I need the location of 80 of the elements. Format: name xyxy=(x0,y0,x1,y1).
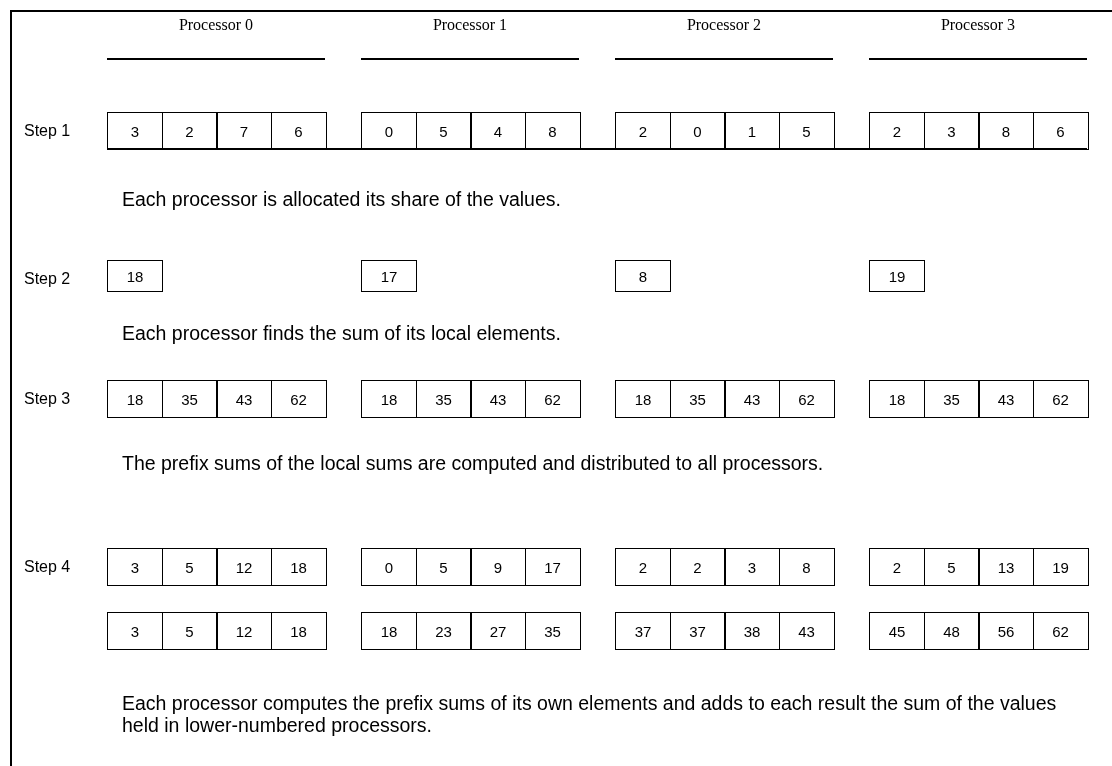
value-cell: 5 xyxy=(778,112,835,150)
value-cell: 35 xyxy=(415,380,472,418)
step-label: Step 1 xyxy=(24,121,72,141)
value-cell: 43 xyxy=(778,612,835,650)
value-cell: 5 xyxy=(161,548,218,586)
value-cell: 0 xyxy=(361,112,417,150)
value-cell: 18 xyxy=(270,612,327,650)
value-cell: 12 xyxy=(216,612,272,650)
value-cell: 37 xyxy=(669,612,726,650)
value-cell: 2 xyxy=(869,112,925,150)
value-cell: 43 xyxy=(978,380,1034,418)
description-text: Each processor computes the prefix sums of its own elements and adds to each result the sum of the values held in lower-numbered processors. xyxy=(122,692,1058,736)
value-cell: 0 xyxy=(669,112,726,150)
value-cell: 5 xyxy=(161,612,218,650)
value-cell: 62 xyxy=(524,380,581,418)
value-cell: 5 xyxy=(923,548,980,586)
description-text: The prefix sums of the local sums are computed and distributed to all processors. xyxy=(122,452,825,474)
value-cell: 2 xyxy=(869,548,925,586)
value-cell: 18 xyxy=(270,548,327,586)
value-cell: 35 xyxy=(161,380,218,418)
description-text: Each processor finds the sum of its local elements. xyxy=(122,322,562,344)
value-cell: 19 xyxy=(869,260,925,292)
value-cell: 3 xyxy=(724,548,780,586)
value-cell: 43 xyxy=(216,380,272,418)
value-cell: 62 xyxy=(1032,380,1089,418)
value-cell: 2 xyxy=(615,548,671,586)
value-cell: 3 xyxy=(107,612,163,650)
value-cell: 48 xyxy=(923,612,980,650)
value-cell: 8 xyxy=(778,548,835,586)
value-cell: 13 xyxy=(978,548,1034,586)
processor-heading: Processor 3 xyxy=(869,10,1087,60)
value-cell: 35 xyxy=(524,612,581,650)
value-cell: 5 xyxy=(415,112,472,150)
step-label: Step 3 xyxy=(24,389,72,409)
value-cell: 7 xyxy=(216,112,272,150)
value-cell: 62 xyxy=(1032,612,1089,650)
value-cell: 12 xyxy=(216,548,272,586)
value-cell: 4 xyxy=(470,112,526,150)
value-cell: 18 xyxy=(107,260,163,292)
step-label: Step 2 xyxy=(24,269,72,289)
value-cell: 8 xyxy=(615,260,671,292)
value-cell: 9 xyxy=(470,548,526,586)
value-cell: 18 xyxy=(361,380,417,418)
value-cell: 27 xyxy=(470,612,526,650)
processor-heading: Processor 2 xyxy=(615,10,833,60)
value-cell: 0 xyxy=(361,548,417,586)
value-cell: 5 xyxy=(415,548,472,586)
value-cell: 2 xyxy=(615,112,671,150)
value-cell: 18 xyxy=(361,612,417,650)
description-text: Each processor is allocated its share of the values. xyxy=(122,188,562,210)
processor-heading: Processor 1 xyxy=(361,10,579,60)
value-cell: 8 xyxy=(524,112,581,150)
value-cell: 62 xyxy=(778,380,835,418)
value-cell: 1 xyxy=(724,112,780,150)
value-cell: 35 xyxy=(669,380,726,418)
value-cell: 2 xyxy=(161,112,218,150)
value-cell: 6 xyxy=(1032,112,1089,150)
value-cell: 19 xyxy=(1032,548,1089,586)
step-label: Step 4 xyxy=(24,557,72,577)
value-cell: 43 xyxy=(724,380,780,418)
value-cell: 45 xyxy=(869,612,925,650)
value-cell: 17 xyxy=(361,260,417,292)
value-cell: 18 xyxy=(107,380,163,418)
processor-heading: Processor 0 xyxy=(107,10,325,60)
value-cell: 38 xyxy=(724,612,780,650)
value-cell: 56 xyxy=(978,612,1034,650)
value-cell: 3 xyxy=(107,548,163,586)
value-cell: 3 xyxy=(923,112,980,150)
value-cell: 8 xyxy=(978,112,1034,150)
value-cell: 18 xyxy=(615,380,671,418)
value-cell: 6 xyxy=(270,112,327,150)
value-cell: 2 xyxy=(669,548,726,586)
value-cell: 3 xyxy=(107,112,163,150)
value-cell: 18 xyxy=(869,380,925,418)
value-cell: 62 xyxy=(270,380,327,418)
value-cell: 17 xyxy=(524,548,581,586)
value-cell: 43 xyxy=(470,380,526,418)
value-cell: 23 xyxy=(415,612,472,650)
value-cell: 35 xyxy=(923,380,980,418)
value-cell: 37 xyxy=(615,612,671,650)
